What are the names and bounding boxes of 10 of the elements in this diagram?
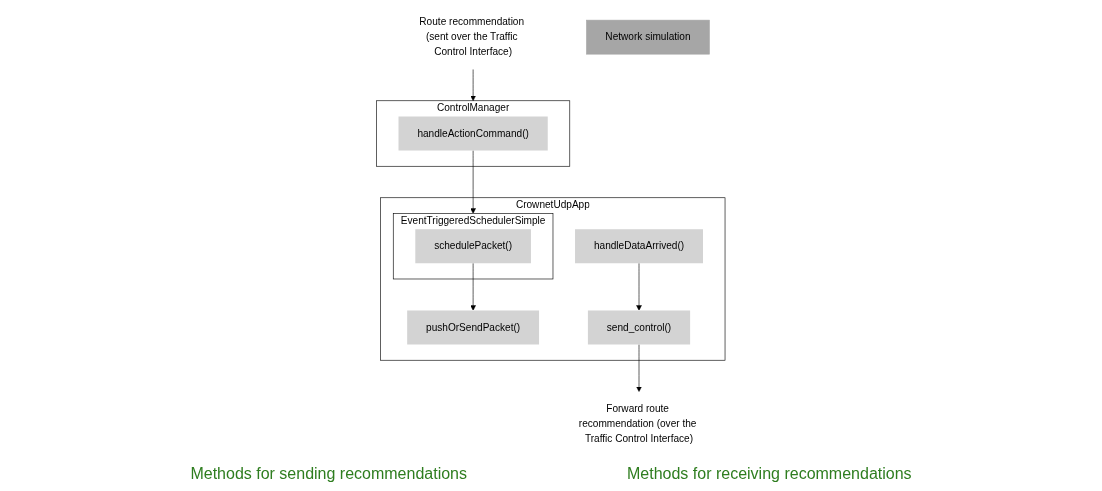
brace-note: Methods for receiving recommendations: [627, 465, 912, 483]
node-text: Route recommendation (sent over the Traffic Control Interface): [419, 16, 525, 58]
brace-note: Methods for sending recommendations: [190, 465, 467, 483]
node-box: pushOrSendPacket(): [407, 310, 540, 345]
node-text: Forward route recommendation (over the Traffic Control Interface): [579, 403, 697, 444]
node-box: handleActionCommand(): [398, 116, 548, 151]
node-box: handleDataArrived(): [575, 229, 704, 264]
node-box: schedulePacket(): [415, 229, 532, 264]
node-box: send_control(): [588, 310, 691, 345]
node-box: Network simulation: [586, 19, 710, 55]
